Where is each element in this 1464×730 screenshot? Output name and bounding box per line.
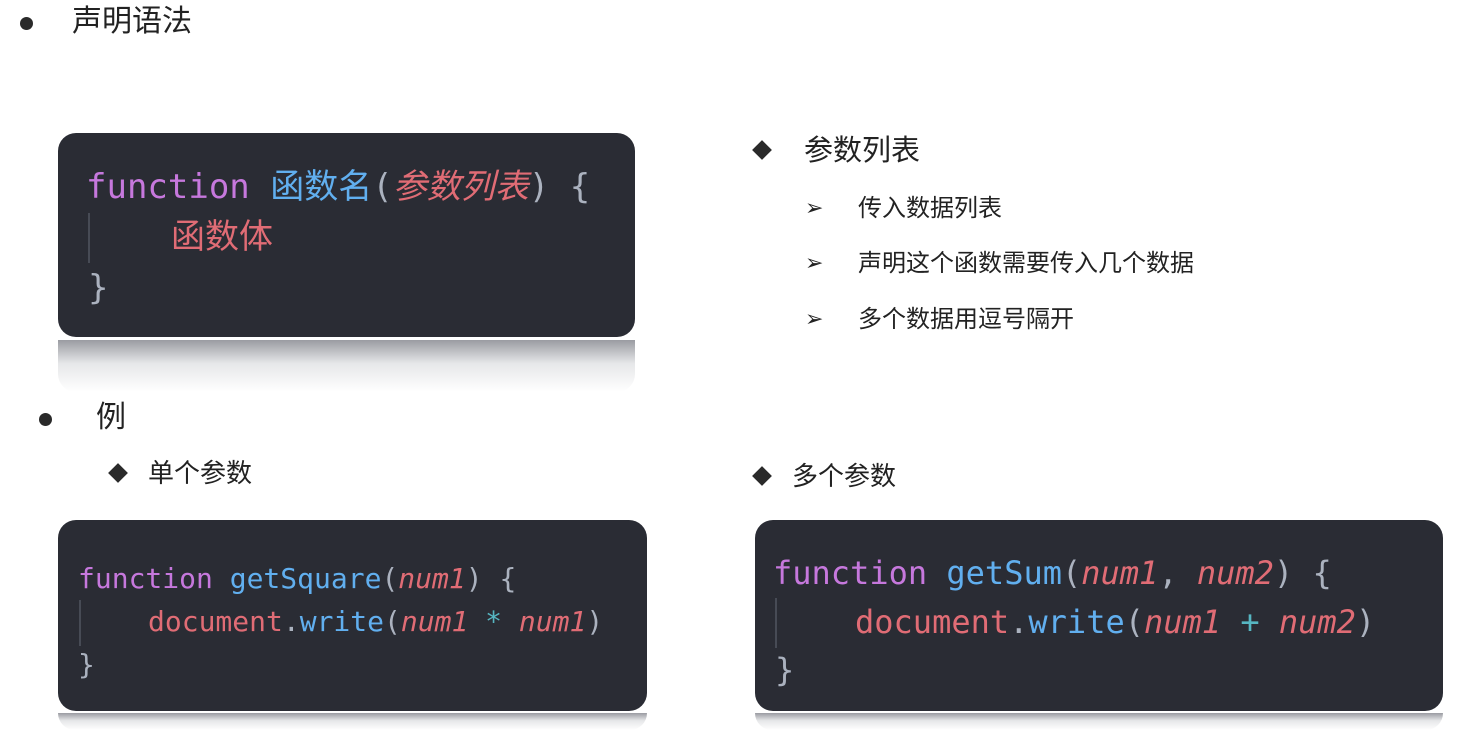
diamond-bullet-icon [752,140,772,160]
code-param: num1 [398,562,466,595]
code-arg: num1 [518,605,587,638]
indent-guide [775,598,777,648]
arrow-bullet-icon: ➢ [805,307,824,332]
code-paren: ( [384,605,401,638]
code-operator: * [468,605,519,638]
code-arg: num1 [1143,603,1222,641]
syntax-code-block: function 函数名(参数列表) { 函数体 } [58,133,635,337]
code-arg: num1 [400,605,469,638]
indent-guide [88,213,90,263]
code-paren: ) [1273,554,1294,592]
code-body: 函数体 [171,217,273,257]
code-paren: ) [528,167,550,207]
code-keyword: function [773,554,928,592]
circle-bullet-icon [20,17,33,30]
arrow-bullet-icon: ➢ [805,196,824,221]
code-operator: + [1221,603,1279,641]
code-dot: . [282,605,300,638]
code-paren: ( [1061,554,1082,592]
code-method: write [1028,603,1125,641]
code-function-name: 函数名 [270,167,373,207]
code-brace: { [549,167,591,207]
code-paren: ) [465,562,483,595]
code-param: num2 [1196,554,1274,592]
single-param-heading: 单个参数 [148,459,253,489]
code-line-1: function getSum(num1, num2) { [773,557,1332,589]
code-paren: ( [1124,603,1144,641]
code-brace: } [775,651,795,689]
code-function-name: getSquare [229,562,382,595]
code-brace: { [482,562,517,595]
circle-bullet-icon [39,413,52,426]
param-list-item: 声明这个函数需要传入几个数据 [858,249,1194,277]
indent-guide [79,600,81,646]
param-list-item: 多个数据用逗号隔开 [858,305,1074,333]
code-line-2: document.write(num1 + num2) [855,606,1375,638]
code-brace: { [1293,554,1332,592]
diamond-bullet-icon [108,463,128,483]
code-reflection [58,713,647,730]
code-object: document [855,603,1010,641]
code-keyword: function [78,562,213,595]
code-brace: } [88,268,109,308]
code-line-2: document.write(num1 * num1) [148,608,603,636]
code-function-name: getSum [946,554,1062,592]
code-brace: } [78,648,95,681]
section-heading-syntax: 声明语法 [72,4,192,39]
section-heading-examples: 例 [96,400,126,435]
diamond-bullet-icon [752,466,772,486]
param-list-heading: 参数列表 [804,133,921,167]
code-params: 参数列表 [392,167,529,207]
code-reflection [755,713,1443,730]
multi-param-code-block: function getSum(num1, num2) { document.w… [755,520,1443,711]
code-reflection [58,340,635,392]
param-list-item: 传入数据列表 [858,194,1002,222]
code-line-1: function getSquare(num1) { [78,565,516,593]
code-object: document [148,605,283,638]
code-keyword: function [86,167,250,207]
code-paren: ( [372,167,393,207]
arrow-bullet-icon: ➢ [805,251,824,276]
code-comma: , [1158,554,1197,592]
code-param: num1 [1081,554,1159,592]
code-arg: num2 [1278,603,1356,641]
code-dot: . [1009,603,1029,641]
code-line-1: function 函数名(参数列表) { [86,170,590,204]
code-method: write [299,605,385,638]
code-paren: ( [381,562,399,595]
multi-param-heading: 多个参数 [792,462,897,492]
code-paren: ) [1355,603,1376,641]
single-param-code-block: function getSquare(num1) { document.writ… [58,520,647,711]
code-paren: ) [586,605,604,638]
